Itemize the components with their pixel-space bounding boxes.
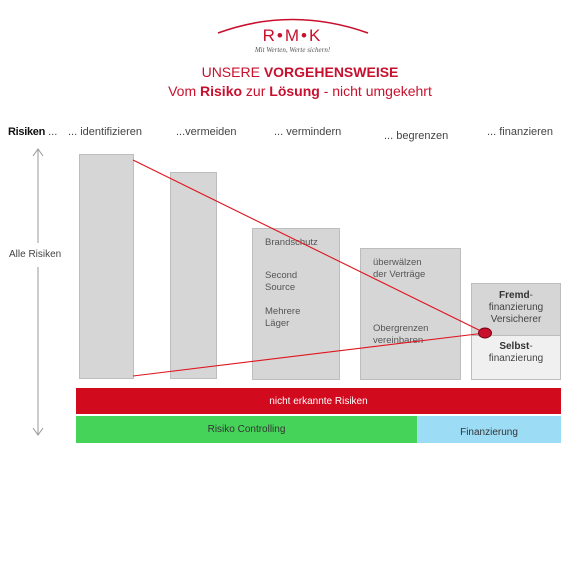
measure-second-source: Second Source xyxy=(265,270,297,294)
bar-finanzierung: Finanzierung xyxy=(417,416,561,443)
stage-begrenzen: ... begrenzen xyxy=(384,130,449,142)
column-vermeiden xyxy=(170,172,217,379)
measure-line: der Verträge xyxy=(373,269,426,280)
page-title: UNSERE VORGEHENSWEISE xyxy=(0,64,585,80)
stage-finanzieren: ... finanzieren xyxy=(487,126,554,138)
column-selbstfinanzierung: Selbst- finanzierung xyxy=(471,336,561,380)
subtitle-part: - nicht umgekehrt xyxy=(319,83,432,99)
axis-label: Alle Risiken xyxy=(9,249,62,260)
title-bold: VORGEHENSWEISE xyxy=(263,64,399,80)
funnel-line-bottom xyxy=(132,332,486,377)
stage-ellipsis: ... xyxy=(48,126,58,138)
measure-line: Läger xyxy=(265,318,290,329)
column-begrenzen: überwälzen der Verträge Obergrenzen vere… xyxy=(360,248,461,380)
measure-mehrere-laeger: Mehrere Läger xyxy=(265,306,300,330)
fremd-bold: Fremd xyxy=(499,290,530,301)
funnel-point-marker xyxy=(478,327,492,339)
measure-line: Second xyxy=(265,270,298,281)
selbst-line2: finanzierung xyxy=(488,353,544,364)
measure-line: Mehrere xyxy=(265,306,301,317)
column-identifizieren xyxy=(79,154,134,379)
measure-line: vereinbaren xyxy=(373,335,424,346)
stage-identifizieren: ... identifizieren xyxy=(68,126,142,138)
fremd-dash: - xyxy=(529,290,533,301)
fremd-line3: Versicherer xyxy=(490,314,542,325)
selbst-dash: - xyxy=(529,341,533,352)
bar-nicht-erkannte-risiken: nicht erkannte Risiken xyxy=(76,388,561,414)
subtitle-bold: Lösung xyxy=(269,83,320,99)
subtitle-part: zur xyxy=(242,83,270,99)
column-vermindern: Brandschutz Second Source Mehrere Läger xyxy=(252,228,340,380)
fremdfinanzierung-label: Fremd- finanzierung Versicherer xyxy=(472,290,560,326)
column-fremdfinanzierung: Fremd- finanzierung Versicherer xyxy=(471,283,561,336)
selbst-bold: Selbst xyxy=(499,341,530,352)
logo-slogan: Mit Werten, Werte sichern! xyxy=(254,46,331,54)
stage-risiken-label: Risiken xyxy=(8,126,46,138)
measure-obergrenzen: Obergrenzen vereinbaren xyxy=(373,323,428,347)
stage-vermindern: ... vermindern xyxy=(274,126,342,138)
measure-line: Obergrenzen xyxy=(373,323,429,334)
logo-arc xyxy=(217,18,369,34)
measure-line: überwälzen xyxy=(373,257,422,268)
page-subtitle: Vom Risiko zur Lösung - nicht umgekehrt xyxy=(0,83,585,99)
subtitle-part: Vom xyxy=(168,83,201,99)
measure-line: Source xyxy=(265,282,296,293)
funnel-line-top xyxy=(132,159,486,334)
bar-risiko-controlling: Risiko Controlling xyxy=(76,416,417,443)
stage-vermeiden: ...vermeiden xyxy=(176,126,237,138)
measure-ueberwaelzen: überwälzen der Verträge xyxy=(373,257,425,281)
selbstfinanzierung-label: Selbst- finanzierung xyxy=(472,341,560,365)
title-part: UNSERE xyxy=(201,64,264,80)
stage-risiken: Risiken ... xyxy=(8,126,57,138)
fremd-line2: finanzierung xyxy=(488,302,544,313)
measure-brandschutz: Brandschutz xyxy=(265,237,318,248)
vertical-axis-arrow xyxy=(32,148,44,436)
logo: R•M•K xyxy=(262,26,323,45)
subtitle-bold: Risiko xyxy=(200,83,243,99)
